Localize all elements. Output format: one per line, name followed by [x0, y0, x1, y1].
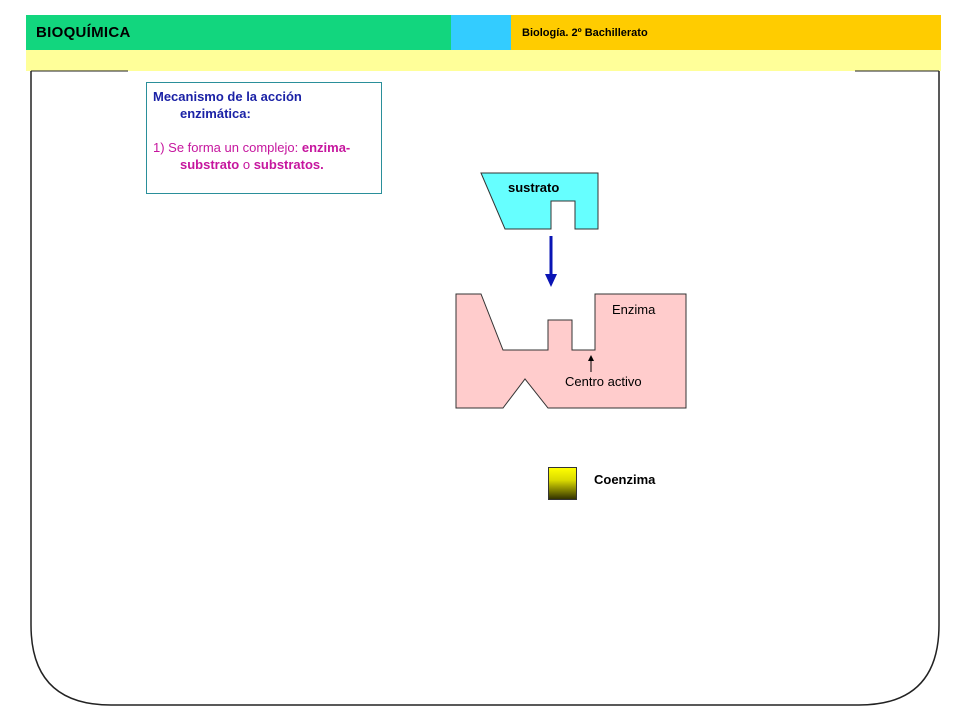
coenzyme-label: Coenzima [594, 472, 656, 487]
step-1-line1: 1) Se forma un complejo: enzima- [153, 139, 378, 156]
mechanism-textbox: Mecanismo de la acción enzimática: 1) Se… [146, 82, 382, 194]
binding-arrow-head [545, 274, 557, 287]
course-subtitle: Biología. 2º Bachillerato [522, 27, 648, 39]
header-band [26, 50, 941, 71]
header-bar-cyan [451, 15, 511, 50]
mechanism-heading-line2: enzimática: [180, 106, 251, 121]
enzyme-shape [455, 293, 687, 409]
header-bar-green [26, 15, 451, 50]
active-site-label: Centro activo [565, 374, 642, 389]
coenzyme-shape [548, 467, 577, 500]
slide-frame [30, 71, 940, 706]
step-1-enzyme: enzima- [301, 140, 351, 155]
step-1-prefix: 1) Se forma un complejo: [153, 140, 302, 155]
step-1-substrates: substratos. [253, 157, 324, 172]
substrate-label: sustrato [508, 180, 560, 195]
step-1-substrate: substrato [180, 157, 240, 172]
mechanism-heading: Mecanismo de la acción enzimática: [153, 88, 378, 122]
step-1-connector: o [239, 157, 254, 172]
substrate-shape [480, 172, 599, 230]
page-title: BIOQUÍMICA [36, 24, 131, 41]
step-1-line2: substrato o substratos. [153, 156, 378, 173]
mechanism-step-1: 1) Se forma un complejo: enzima- substra… [153, 139, 378, 173]
header-bar-yellow [511, 15, 941, 50]
active-site-pointer-head [588, 355, 594, 361]
mechanism-heading-line1: Mecanismo de la acción [153, 89, 302, 104]
enzyme-label: Enzima [612, 302, 656, 317]
